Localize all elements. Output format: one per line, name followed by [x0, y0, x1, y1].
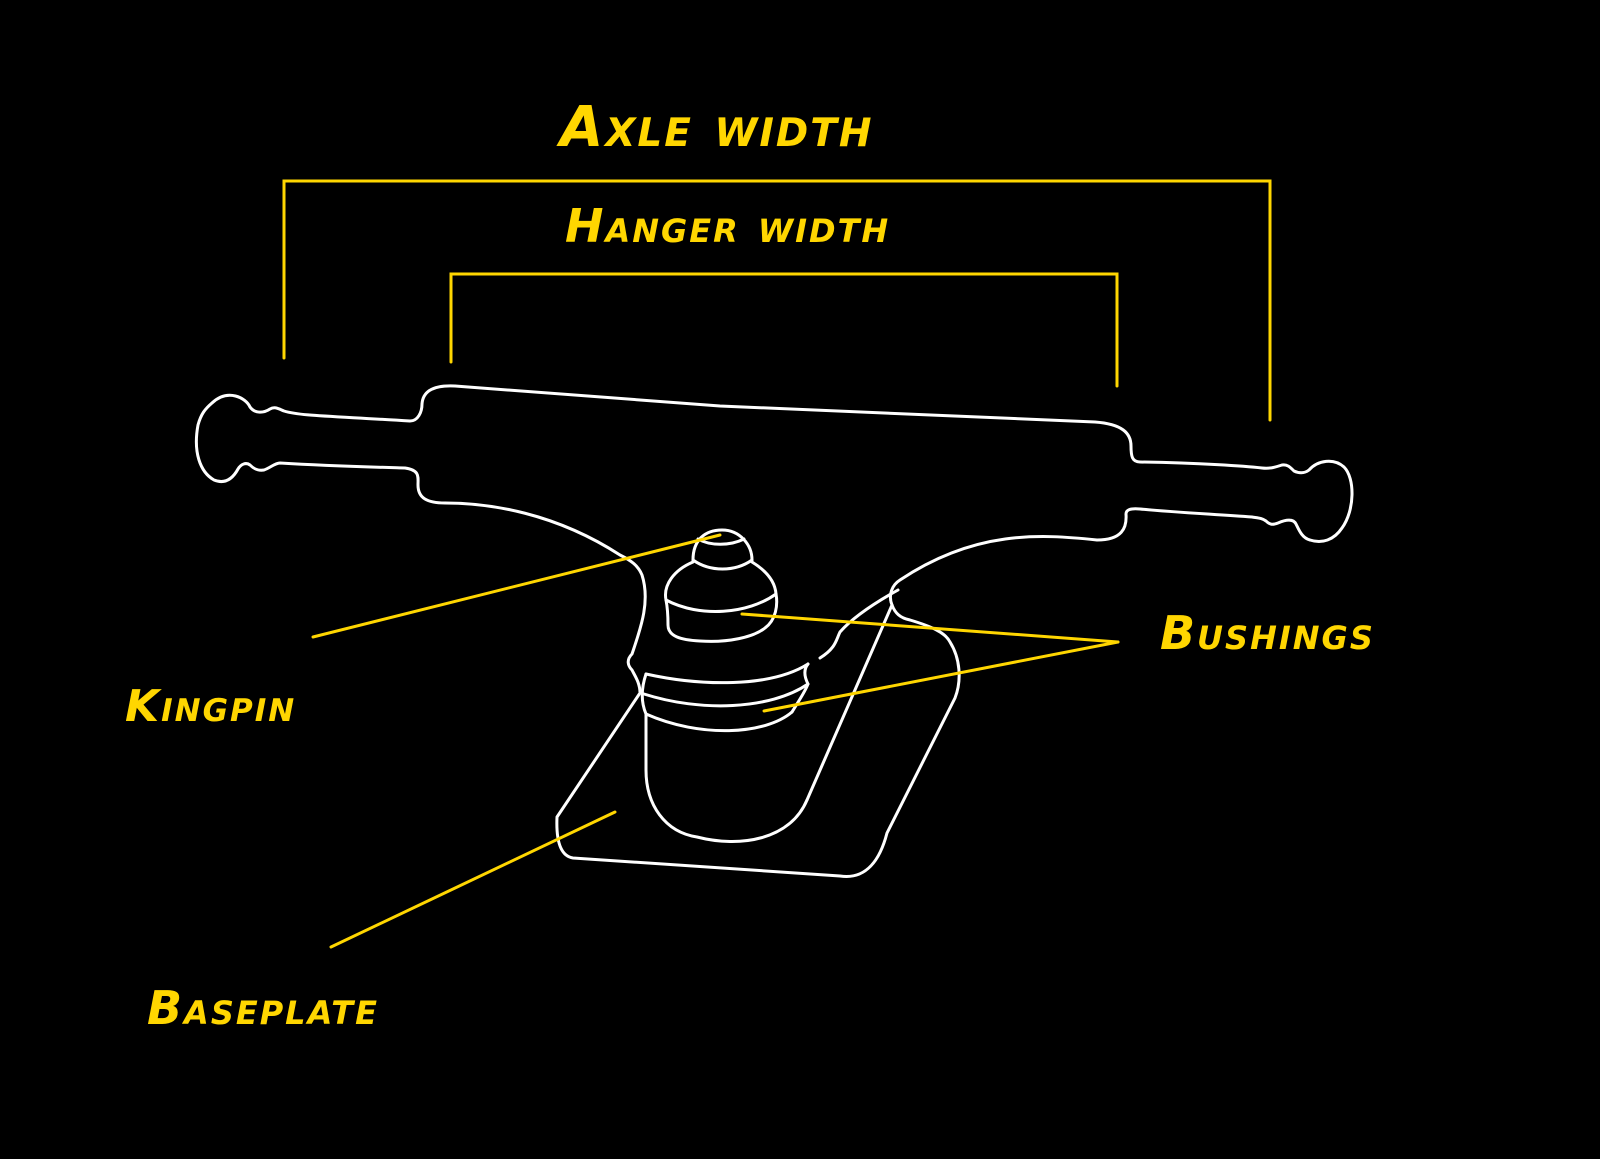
top-bushing-band	[664, 592, 778, 613]
hanger-outline	[194, 384, 1354, 878]
bushing-cup	[644, 712, 809, 843]
hanger-width-label: Hanger width	[565, 199, 891, 253]
kingpin-nut	[691, 528, 754, 562]
bottom-bushing-upper	[644, 662, 810, 685]
baseplate-label: Baseplate	[147, 981, 379, 1035]
bushings-label: Bushings	[1160, 606, 1375, 660]
baseplate-callout-line	[329, 810, 617, 949]
kingpin-label: Kingpin	[125, 681, 297, 732]
bushing-seat-left	[640, 672, 648, 716]
axle-width-label: Axle width	[560, 95, 874, 160]
bottom-bushing-middle	[642, 682, 810, 708]
hanger-neck-line	[805, 603, 894, 802]
bottom-bushing-lower	[644, 710, 794, 733]
kingpin-nut-band	[691, 558, 754, 571]
hanger-width-bracket	[449, 272, 1119, 388]
kingpin-callout-line	[311, 533, 722, 639]
axle-width-bracket	[282, 179, 1272, 422]
hanger-body-line	[818, 588, 900, 660]
bushings-callout-line-top	[740, 612, 1120, 644]
bushings-callout-line-bottom	[762, 640, 1120, 713]
